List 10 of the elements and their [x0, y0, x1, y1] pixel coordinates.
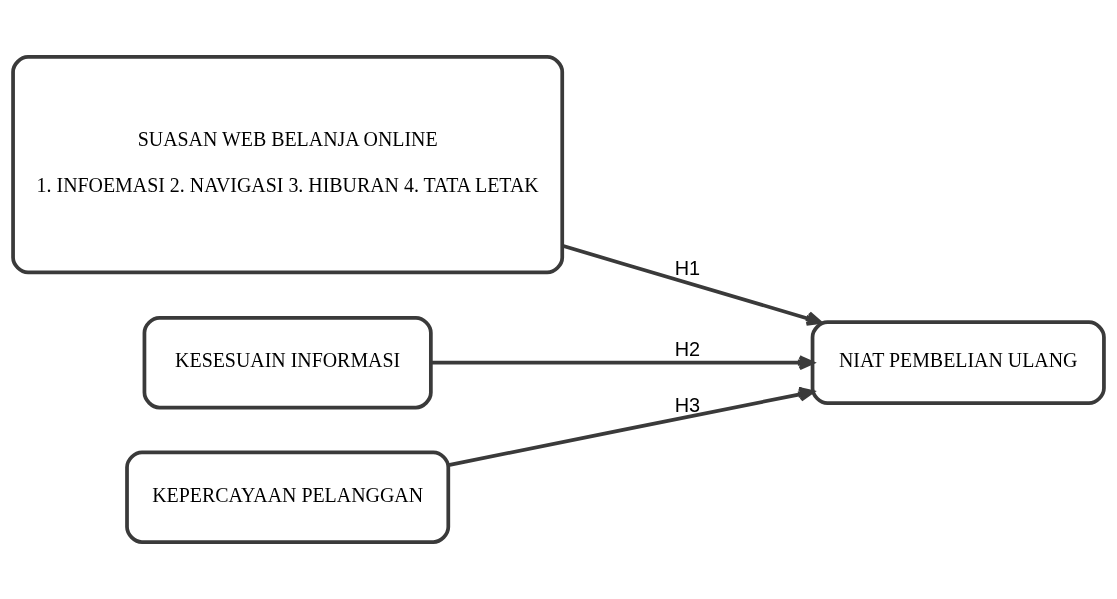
- node-box: SUASAN WEB BELANJA ONLINE 1. INFOEMASI 2. NAVIGASI 3. HIBURAN 4. TATA LETAK: [11, 55, 565, 275]
- arrow: [431, 355, 815, 371]
- node-box: NIAT PEMBELIAN ULANG: [810, 320, 1106, 406]
- arrow: [448, 386, 815, 467]
- node-box: KESESUAIN INFORMASI: [142, 316, 433, 410]
- edge-label: H2: [674, 338, 701, 361]
- node-box: KEPERCAYAAN PELANGGAN: [125, 450, 451, 544]
- arrow: [562, 244, 822, 326]
- edge-label: H3: [674, 394, 701, 417]
- edge-label: H1: [674, 257, 701, 280]
